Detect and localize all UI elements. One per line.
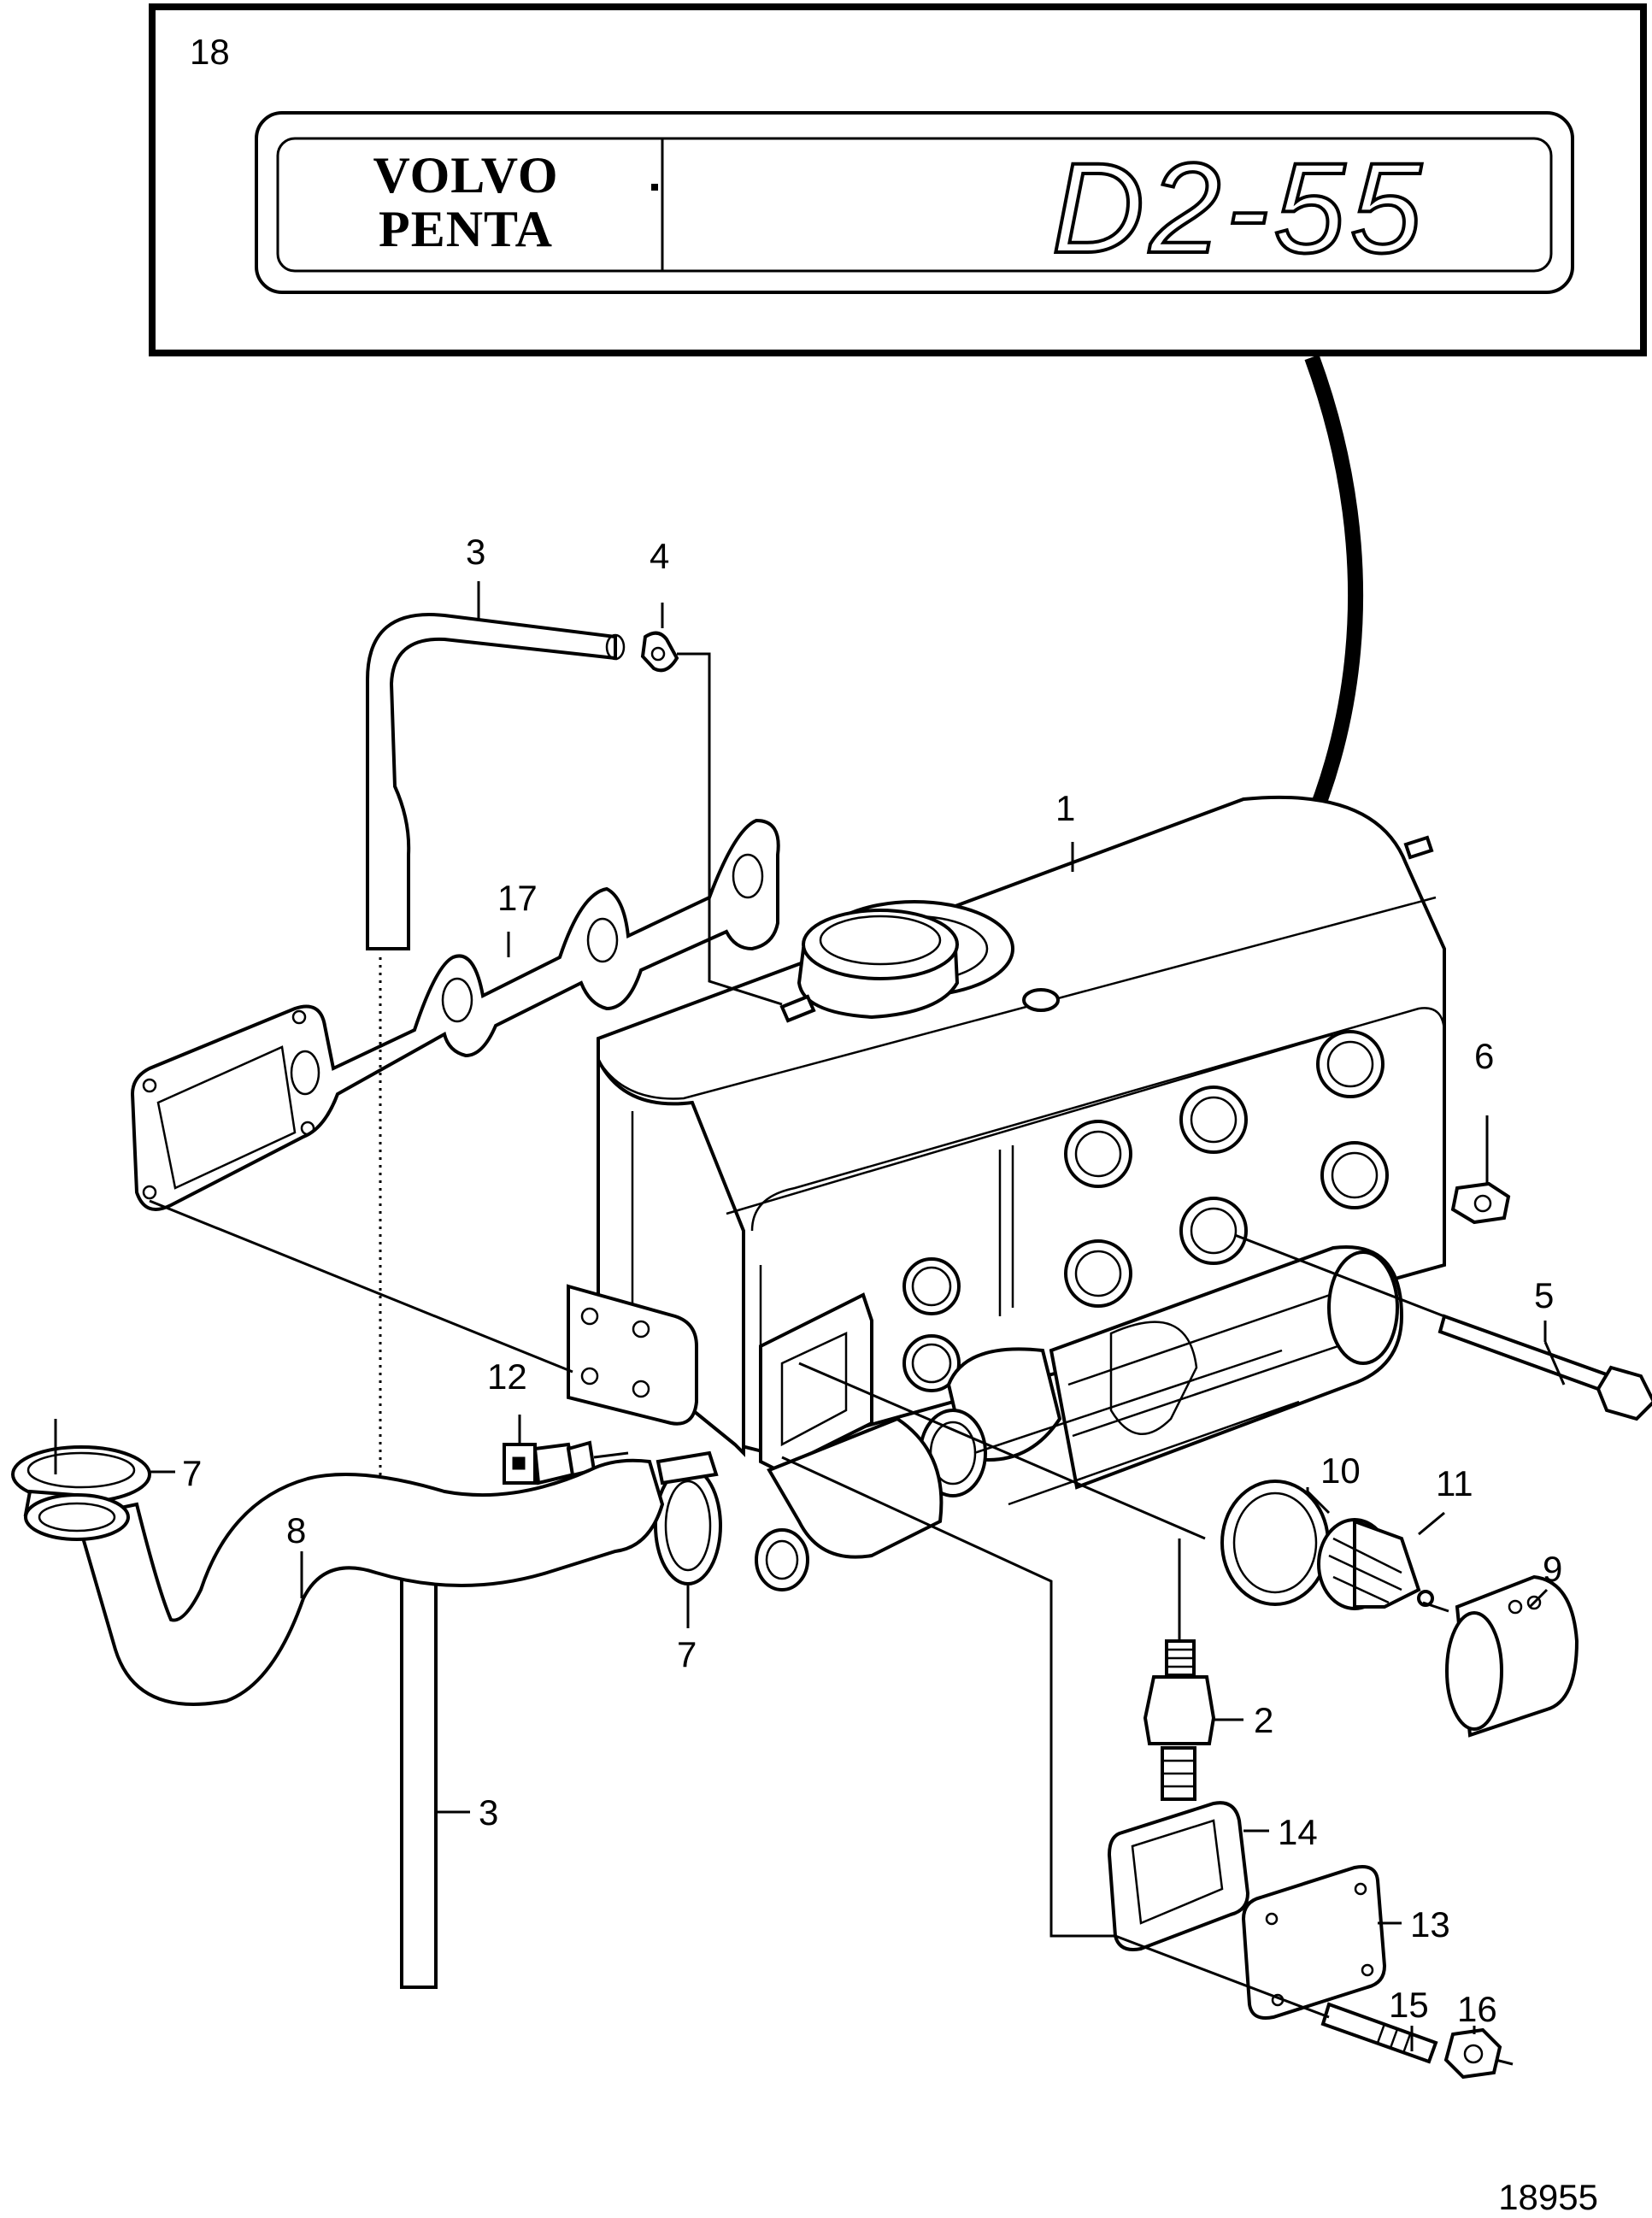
callout-4: 4 bbox=[650, 536, 669, 576]
model-designation: D2-55 bbox=[1052, 136, 1427, 279]
callout-1: 1 bbox=[1055, 788, 1075, 828]
bolt-5 bbox=[1437, 1314, 1652, 1421]
thermostat bbox=[1317, 1518, 1434, 1610]
cover-gasket bbox=[1107, 1801, 1250, 1951]
brand-line-volvo: VOLVO bbox=[373, 147, 558, 203]
callout-7-mid: 7 bbox=[677, 1634, 697, 1674]
callout-7-left-label: 7 bbox=[182, 1453, 202, 1493]
callout-3-bottom: 3 bbox=[479, 1792, 498, 1833]
badge-inset: 18 VOLVO PENTA D2-55 bbox=[149, 3, 1647, 356]
side-bosses bbox=[902, 1030, 1389, 1392]
callout-12: 12 bbox=[487, 1356, 527, 1397]
callout-9: 9 bbox=[1543, 1549, 1562, 1589]
callout-16: 16 bbox=[1457, 1989, 1497, 2029]
callout-10: 10 bbox=[1320, 1450, 1361, 1491]
callout-15: 15 bbox=[1389, 1985, 1429, 2025]
coolant-sender bbox=[1143, 1639, 1216, 1801]
nut-6 bbox=[1450, 1181, 1511, 1225]
nut-16 bbox=[1443, 2027, 1514, 2080]
callout-13: 13 bbox=[1410, 1904, 1450, 1944]
filler-cap bbox=[797, 909, 960, 1020]
coolant-hose bbox=[24, 1458, 665, 1706]
drawing-number: 18955 bbox=[1498, 2177, 1598, 2217]
stud bbox=[1320, 2002, 1438, 2064]
callout-18: 18 bbox=[190, 32, 230, 72]
manifold-gasket bbox=[130, 818, 780, 1211]
hose-clamp-mid bbox=[654, 1450, 722, 1586]
hose-clamp-small bbox=[640, 631, 679, 673]
thermostat-sleeve bbox=[1445, 1574, 1579, 1738]
callout-6: 6 bbox=[1474, 1036, 1494, 1076]
brand-line-penta: PENTA bbox=[379, 201, 553, 257]
callout-8: 8 bbox=[286, 1510, 306, 1550]
callout-3-top: 3 bbox=[466, 532, 485, 572]
cover-plate bbox=[1241, 1865, 1387, 2020]
callout-11: 11 bbox=[1436, 1463, 1473, 1503]
callout-17: 17 bbox=[497, 878, 538, 918]
callout-labels: 3 4 1 17 6 5 12 10 11 9 8 7 7 2 3 14 13 … bbox=[182, 532, 1598, 2217]
callout-2: 2 bbox=[1254, 1700, 1273, 1740]
expansion-tank bbox=[567, 795, 1446, 1591]
nameplate: VOLVO PENTA D2-55 bbox=[255, 111, 1574, 294]
callout-14: 14 bbox=[1278, 1812, 1318, 1852]
callout-5: 5 bbox=[1534, 1275, 1554, 1315]
o-ring bbox=[1220, 1480, 1330, 1606]
temperature-sensor bbox=[503, 1440, 597, 1486]
leader-lines bbox=[54, 581, 1566, 2051]
